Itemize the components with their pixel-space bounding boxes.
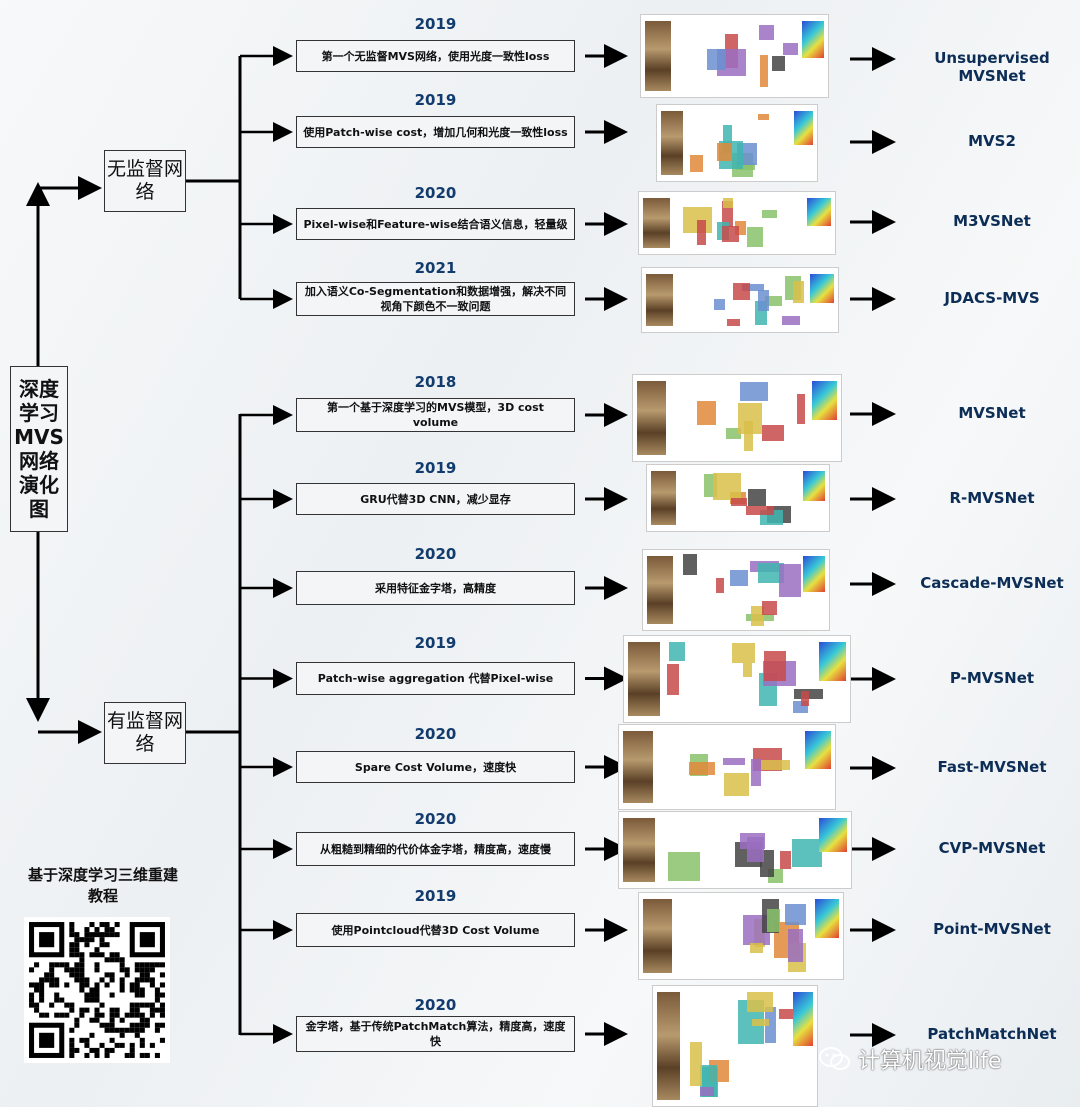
year-label: 2020 [414,810,457,828]
method-description: Pixel-wise和Feature-wise结合语义信息，轻量级 [296,208,575,240]
year-label: 2020 [414,545,457,563]
method-name: MVS2 [968,132,1016,150]
method-description: 第一个基于深度学习的MVS模型，3D cost volume [296,398,575,432]
method-name: PatchMatchNet [927,1025,1057,1043]
year-label: 2018 [414,373,457,391]
architecture-figure [618,811,852,889]
architecture-figure [641,267,839,333]
method-description: Spare Cost Volume，速度快 [296,751,575,783]
architecture-figure [640,14,829,98]
method-name: M3VSNet [953,212,1031,230]
architecture-figure [656,104,818,182]
category-unsupervised: 无监督网络 [104,150,186,212]
method-description: 使用Patch-wise cost，增加几何和光度一致性loss [296,116,575,148]
year-label: 2019 [414,459,457,477]
architecture-figure [646,464,830,532]
wechat-icon [819,1047,850,1070]
method-description: 加入语义Co-Segmentation和数据增强，解决不同视角下颜色不一致问题 [296,282,575,316]
architecture-figure [642,549,830,631]
method-description: 第一个无监督MVS网络，使用光度一致性loss [296,40,575,72]
year-label: 2020 [414,725,457,743]
method-name: R-MVSNet [949,489,1035,507]
architecture-figure [632,374,842,462]
method-description: 从粗糙到精细的代价体金字塔，精度高，速度慢 [296,832,575,866]
method-name: Cascade-MVSNet [920,574,1064,592]
root-node: 深度学习MVS网络演化图 [10,366,68,532]
method-description: 采用特征金字塔，高精度 [296,571,575,605]
method-description: 使用Pointcloud代替3D Cost Volume [296,913,575,947]
method-name: CVP-MVSNet [938,839,1046,857]
qr-title: 基于深度学习三维重建教程 [28,866,179,905]
architecture-figure [623,635,851,723]
method-name: Unsupervised MVSNet [934,49,1050,85]
method-name: JDACS-MVS [944,289,1040,307]
year-label: 2020 [414,184,457,202]
architecture-figure [638,191,836,255]
year-label: 2019 [414,887,457,905]
architecture-figure [638,892,844,980]
method-name: MVSNet [958,404,1026,422]
year-label: 2019 [414,15,457,33]
architecture-figure [652,985,818,1107]
qr-code [24,917,170,1063]
method-name: Fast-MVSNet [937,758,1047,776]
method-name: P-MVSNet [949,669,1035,687]
year-label: 2019 [414,91,457,109]
method-description: Patch-wise aggregation 代替Pixel-wise [296,662,575,695]
year-label: 2020 [414,996,457,1014]
method-description: GRU代替3D CNN，减少显存 [296,483,575,515]
method-description: 金字塔，基于传统PatchMatch算法，精度高，速度快 [296,1016,575,1052]
year-label: 2021 [414,259,457,277]
method-name: Point-MVSNet [933,920,1051,938]
watermark-text: 计算机视觉life [858,1049,1002,1074]
category-supervised: 有监督网络 [104,702,186,764]
year-label: 2019 [414,634,457,652]
architecture-figure [618,724,836,810]
watermark: 计算机视觉life [818,1043,1002,1075]
